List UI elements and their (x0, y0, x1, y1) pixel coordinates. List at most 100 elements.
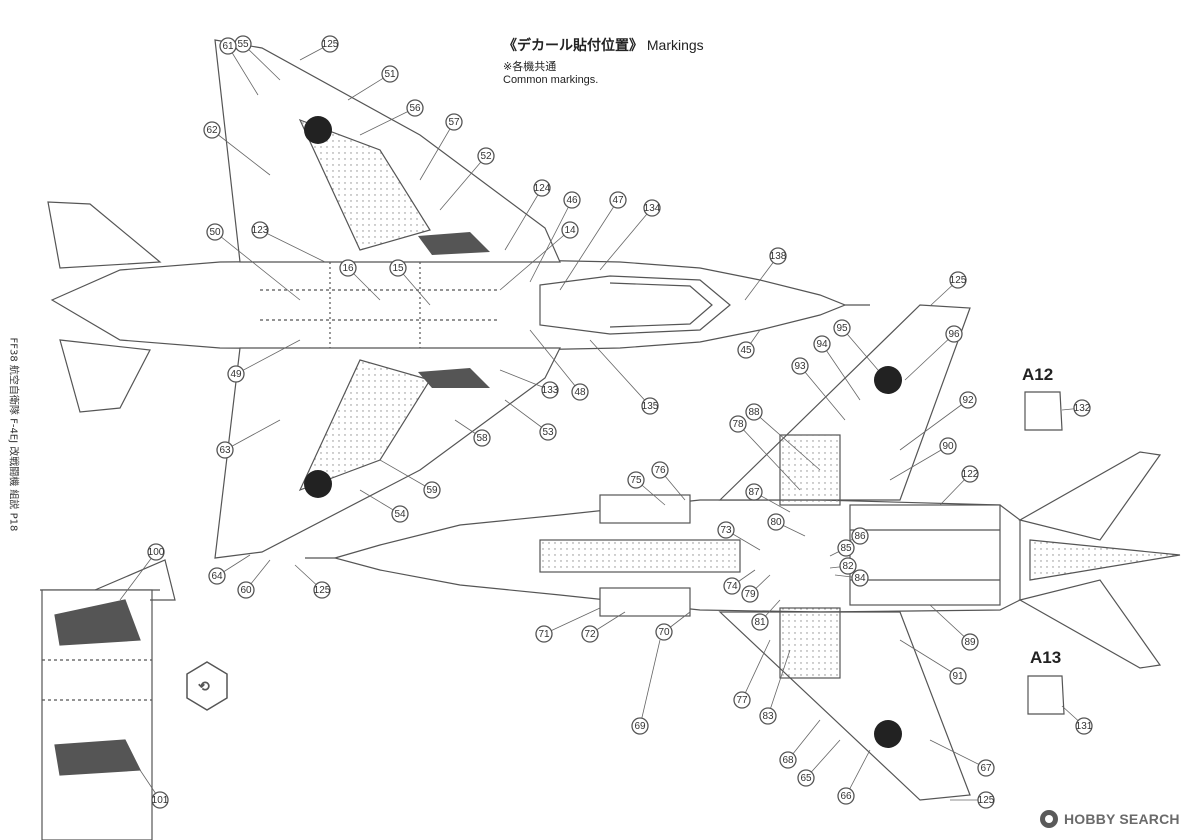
callout-72: 72 (581, 625, 599, 643)
callout-label: 61 (222, 41, 234, 52)
callout-label: 132 (1074, 403, 1091, 414)
callout-label: 16 (342, 263, 354, 274)
callout-48: 48 (571, 383, 589, 401)
callout-label: 88 (748, 407, 760, 418)
callout-53: 53 (539, 423, 557, 441)
callout-label: 62 (206, 125, 218, 136)
callout-62: 62 (203, 121, 221, 139)
callout-88: 88 (745, 403, 763, 421)
markings-heading-en: Markings (646, 37, 704, 53)
callout-82: 82 (839, 557, 857, 575)
hinomaru-roundel-bottom-upper (874, 366, 902, 394)
callout-74: 74 (723, 577, 741, 595)
callout-label: 91 (952, 671, 964, 682)
callout-label: 89 (964, 637, 976, 648)
callout-65: 65 (797, 769, 815, 787)
callout-label: 56 (409, 103, 421, 114)
callout-59: 59 (423, 481, 441, 499)
callout-label: 66 (840, 791, 852, 802)
callout-92: 92 (959, 391, 977, 409)
callout-label: 52 (480, 151, 492, 162)
markings-heading: 《デカール貼付位置》 Markings (503, 36, 704, 55)
callout-70: 70 (655, 623, 673, 641)
callout-54: 54 (391, 505, 409, 523)
callout-label: 57 (448, 117, 460, 128)
hobby-search-logo-icon (1040, 810, 1058, 828)
callout-90: 90 (939, 437, 957, 455)
callout-label: 86 (854, 531, 866, 542)
markings-heading-jp: 《デカール貼付位置》 (503, 38, 643, 54)
callout-84: 84 (851, 569, 869, 587)
common-note-jp: ※各機共通 (503, 60, 557, 73)
callout-131: 131 (1075, 717, 1093, 735)
callout-125: 125 (313, 581, 331, 599)
hinomaru-roundel-upper (304, 116, 332, 144)
callout-label: 58 (476, 433, 488, 444)
callout-label: 67 (980, 763, 992, 774)
callout-68: 68 (779, 751, 797, 769)
callout-label: 68 (782, 755, 794, 766)
flip-over-arrow-icon: ⟲ (198, 678, 210, 694)
callout-label: 90 (942, 441, 954, 452)
top-view-aircraft (47, 39, 870, 559)
callout-label: 125 (978, 795, 995, 806)
callout-label: 53 (542, 427, 554, 438)
callout-label: 69 (634, 721, 646, 732)
callout-52: 52 (477, 147, 495, 165)
callout-label: 134 (644, 203, 661, 214)
callout-label: 85 (840, 543, 852, 554)
callout-69: 69 (631, 717, 649, 735)
part-label-a12: A12 (1022, 365, 1054, 384)
callout-83: 83 (759, 707, 777, 725)
callout-73: 73 (717, 521, 735, 539)
callout-label: 74 (726, 581, 738, 592)
callout-label: 95 (836, 323, 848, 334)
common-note-en: Common markings. (503, 74, 599, 86)
callout-label: 83 (762, 711, 774, 722)
callout-label: 138 (770, 251, 787, 262)
callout-93: 93 (791, 357, 809, 375)
callout-125: 125 (977, 791, 995, 809)
callout-122: 122 (961, 465, 979, 483)
callout-label: 75 (630, 475, 642, 486)
callout-138: 138 (769, 247, 787, 265)
callout-81: 81 (751, 613, 769, 631)
callout-label: 84 (854, 573, 866, 584)
callout-label: 72 (584, 629, 596, 640)
callout-label: 64 (211, 571, 223, 582)
callout-96: 96 (945, 325, 963, 343)
callout-15: 15 (389, 259, 407, 277)
callout-label: 76 (654, 465, 666, 476)
callout-134: 134 (643, 199, 661, 217)
callout-95: 95 (833, 319, 851, 337)
callout-label: 15 (392, 263, 404, 274)
callout-label: 94 (816, 339, 828, 350)
callout-label: 122 (962, 469, 979, 480)
callout-45: 45 (737, 341, 755, 359)
hinomaru-roundel-lower (304, 470, 332, 498)
callout-label: 49 (230, 369, 242, 380)
callout-label: 78 (732, 419, 744, 430)
callout-60: 60 (237, 581, 255, 599)
callout-label: 131 (1076, 721, 1093, 732)
callout-label: 48 (574, 387, 586, 398)
callout-label: 45 (740, 345, 752, 356)
callout-label: 77 (736, 695, 748, 706)
callout-85: 85 (837, 539, 855, 557)
callout-label: 123 (252, 225, 269, 236)
callout-label: 101 (152, 795, 169, 806)
detail-inset (40, 559, 176, 840)
callout-132: 132 (1073, 399, 1091, 417)
walkway-panel-upper (418, 232, 490, 255)
callout-123: 123 (251, 221, 269, 239)
callout-94: 94 (813, 335, 831, 353)
hobby-search-watermark: HOBBY SEARCH (1040, 806, 1190, 834)
callout-71: 71 (535, 625, 553, 643)
callout-label: 70 (658, 627, 670, 638)
callout-78: 78 (729, 415, 747, 433)
callout-label: 96 (948, 329, 960, 340)
callout-91: 91 (949, 667, 967, 685)
walkway-panel-lower (418, 368, 490, 388)
